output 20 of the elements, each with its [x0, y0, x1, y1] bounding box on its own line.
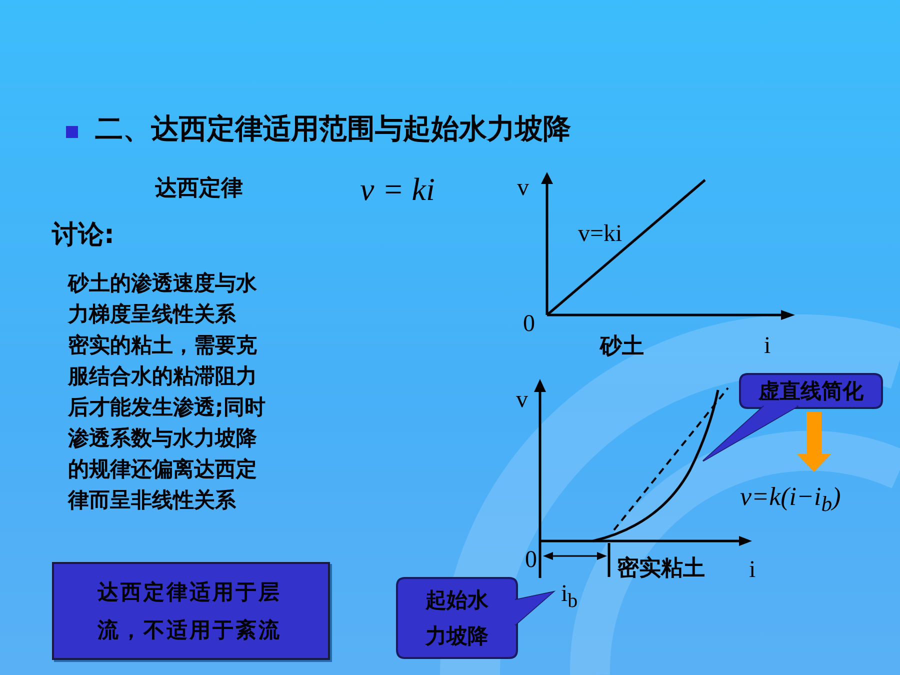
law-name: 达西定律 [155, 176, 243, 202]
chart-caption: 密实粘土 [617, 556, 705, 582]
line-label: v=ki [578, 220, 622, 249]
origin-label: 0 [523, 310, 535, 339]
axis-label: i [764, 332, 771, 361]
axis-label: v [517, 174, 529, 203]
paragraph: 砂土的渗透速度与水力梯度呈线性关系 [68, 270, 258, 328]
dimension-label: i$_{b}$ [561, 580, 578, 613]
axis-label: v [516, 386, 528, 415]
arrow [797, 412, 831, 472]
callout-bubble: 虚直线简化 [702, 374, 882, 462]
subheading: 讨论: [52, 220, 114, 252]
formula: v = ki [360, 170, 435, 208]
formula: v=k(i−i$_{b}$) [740, 482, 870, 518]
axis-label: i [749, 556, 756, 585]
chart-caption: 砂土 [600, 334, 644, 360]
note-box: 达西定律适用于层流，不适用于紊流 [52, 562, 330, 660]
paragraph: 密实的粘土，需要克服结合水的粘滞阻力后才能发生渗透;同时渗透系数与水力坡降的规律还偏离达西定律而呈非线性关系 [68, 332, 266, 514]
title: 二、达西定律适用范围与起始水力坡降 [95, 112, 571, 146]
origin-label: 0 [525, 546, 537, 575]
